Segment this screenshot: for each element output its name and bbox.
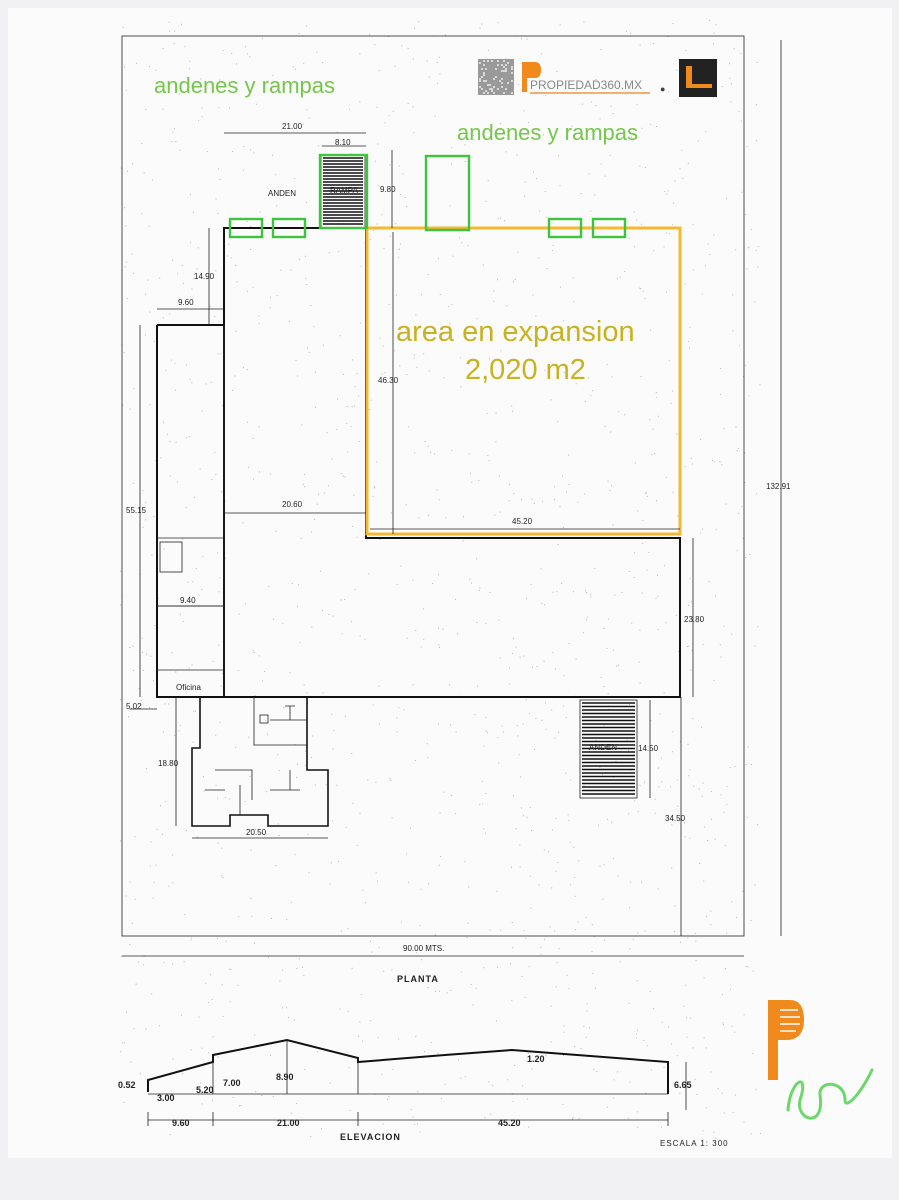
brand-underline [530, 92, 650, 94]
dim-20-60: 20.60 [282, 500, 303, 509]
dim-21-top: 21.00 [282, 122, 303, 131]
label-anden-top: ANDEN [268, 189, 296, 198]
dim-34-50: 34.50 [665, 814, 686, 823]
handwritten-signature [786, 1068, 874, 1120]
dim-20-50: 20.50 [246, 828, 267, 837]
paper-grain [120, 20, 761, 1139]
elev-8-90: 8.90 [276, 1072, 294, 1082]
dock-marker [591, 217, 627, 239]
plan-title: PLANTA [397, 974, 439, 984]
dim-9-40: 9.40 [180, 596, 196, 605]
elev-0-52: 0.52 [118, 1080, 136, 1090]
label-anden-bottom: ANDEN [589, 743, 617, 752]
dim-55-15: 55.15 [126, 506, 147, 515]
ramp-marker [424, 154, 471, 232]
lot-boundary [121, 35, 745, 937]
elev-3-00: 3.00 [157, 1093, 175, 1103]
dim-9-60: 9.60 [178, 298, 194, 307]
bottom-ramp [579, 699, 638, 799]
label-oficina: Oficina [176, 683, 201, 692]
dim-132-91: 132.91 [766, 482, 791, 491]
orange-p-logo-icon [768, 1000, 804, 1080]
small-logo-icon: ● [660, 84, 665, 94]
building-outline [156, 227, 681, 698]
bottom-brand-logo [768, 1000, 804, 1080]
annotation-ramps-right: andenes y rampas [457, 120, 638, 145]
ramp-marker [318, 153, 369, 230]
expansion-area-outline [365, 226, 682, 536]
elev-21-00: 21.00 [277, 1118, 300, 1128]
dock-marker [228, 217, 264, 239]
dim-23-80: 23.80 [684, 615, 705, 624]
elev-7-00: 7.00 [223, 1078, 241, 1088]
dim-14-90: 14.90 [194, 272, 215, 281]
expansion-title: area en expansion [396, 316, 635, 348]
elev-5-20: 5.20 [196, 1085, 214, 1095]
elev-6-65: 6.65 [674, 1080, 692, 1090]
partner-logo-mark [686, 66, 712, 88]
dimension-lines [122, 40, 782, 957]
dim-8-10: 8.10 [335, 138, 351, 147]
scale-label: ESCALA 1: 300 [660, 1139, 729, 1148]
brand-block: PROPIEDAD360.MX ● [478, 59, 717, 97]
dock-marker [547, 217, 583, 239]
elevation-labels: 0.52 3.00 5.20 7.00 8.90 1.20 6.65 9.60 … [118, 1054, 729, 1148]
expansion-area-value: 2,020 m2 [465, 354, 586, 386]
annotation-ramps-left: andenes y rampas [154, 73, 335, 98]
drawing-sheet [8, 8, 892, 1158]
dim-46-30: 46.30 [378, 376, 399, 385]
brand-logo-icon [522, 62, 541, 92]
elevation-title: ELEVACION [340, 1132, 401, 1142]
brand-name: PROPIEDAD360.MX [530, 78, 642, 92]
label-rampa-top: RAMPA [330, 186, 359, 195]
annex-building [191, 696, 329, 827]
dim-14-50: 14.50 [638, 744, 659, 753]
elevation-profile [147, 1038, 687, 1126]
elev-45-20: 45.20 [498, 1118, 521, 1128]
plan-labels: 21.00 8.10 ANDEN RAMPA 9.80 14.90 9.60 4… [126, 122, 791, 984]
dock-marker [271, 217, 307, 239]
dim-5-02: 5.02 [126, 702, 142, 711]
dim-90-00: 90.00 MTS. [403, 944, 444, 953]
elev-9-60: 9.60 [172, 1118, 190, 1128]
dim-18-80: 18.80 [158, 759, 179, 768]
dock-markers [228, 153, 627, 239]
partner-logo-icon [679, 59, 717, 97]
elev-1-20: 1.20 [527, 1054, 545, 1064]
top-ramp [320, 154, 366, 229]
dim-9-80: 9.80 [380, 185, 396, 194]
dim-45-20: 45.20 [512, 517, 533, 526]
